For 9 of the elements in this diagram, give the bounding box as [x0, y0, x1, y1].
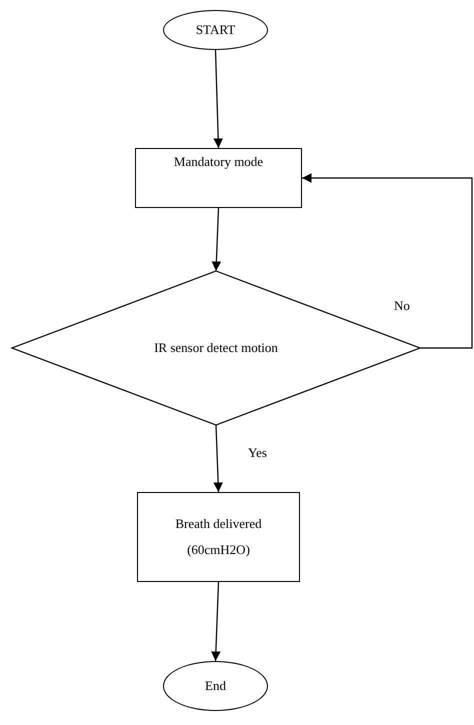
- end-terminal: End: [163, 661, 268, 711]
- arrow: [213, 50, 223, 148]
- start-terminal: START: [163, 10, 268, 50]
- arrow: [302, 173, 473, 349]
- process-box: Mandatory mode: [135, 148, 302, 208]
- arrow: [213, 424, 223, 492]
- arrow: [211, 582, 221, 662]
- arrow: [212, 208, 222, 272]
- process-box: Breath delivered (60cmH2O): [137, 492, 300, 582]
